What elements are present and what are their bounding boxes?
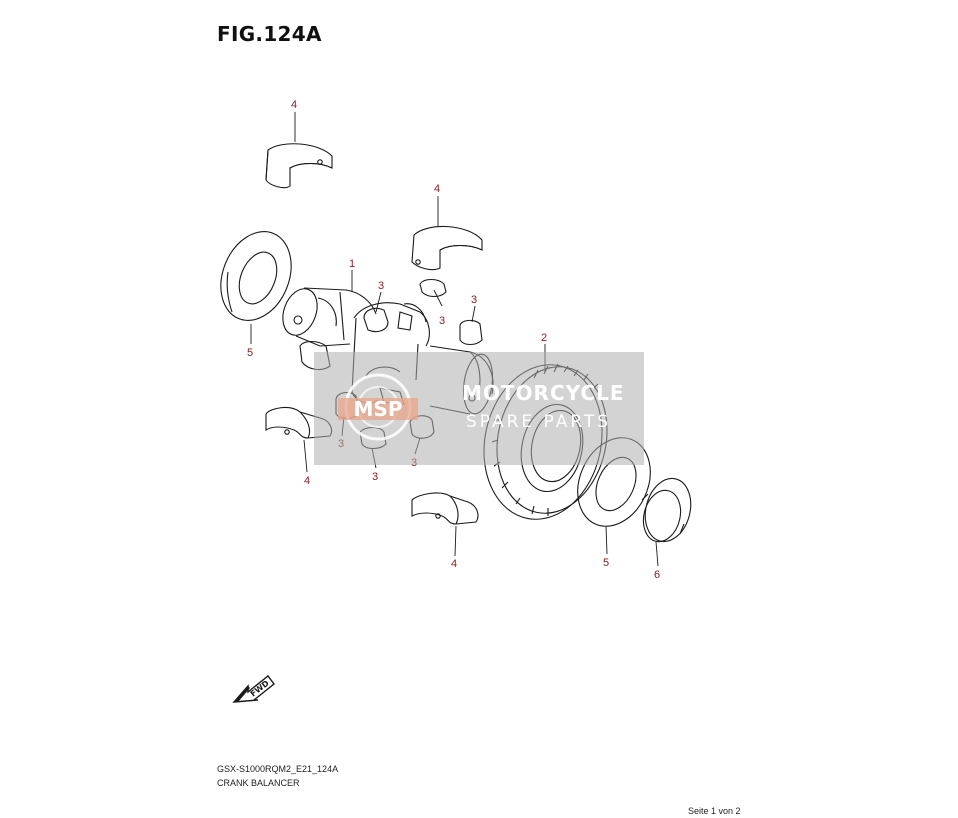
bearing-insert-right xyxy=(459,319,483,346)
watermark-logo: MSP xyxy=(338,373,418,441)
callout-3-c: 3 xyxy=(471,294,477,306)
callout-3-b: 3 xyxy=(439,315,445,327)
callout-4-top: 4 xyxy=(291,99,297,111)
callout-4-upper-right: 4 xyxy=(434,183,440,195)
callout-5-left: 5 xyxy=(247,347,253,359)
bearing-insert-upper-right xyxy=(419,278,447,298)
model-code: GSX-S1000RQM2_E21_124A xyxy=(217,764,339,774)
bearing-shell-upper-right xyxy=(411,225,483,271)
page-indicator: Seite 1 von 2 xyxy=(688,806,741,816)
callout-5-right: 5 xyxy=(603,557,609,569)
callout-6: 6 xyxy=(654,569,660,581)
model-description: CRANK BALANCER xyxy=(217,778,300,788)
callout-1: 1 xyxy=(349,258,355,270)
watermark-line-1: MOTORCYCLE xyxy=(462,381,625,405)
callout-3-e: 3 xyxy=(372,471,378,483)
end-cap xyxy=(641,477,692,543)
fwd-arrow-icon: FWD xyxy=(232,675,275,703)
callout-labels: 4 4 1 3 3 3 2 5 3 3 3 4 4 5 6 xyxy=(247,99,660,581)
bearing-insert-top xyxy=(363,307,389,333)
watermark-line-2: SPARE PARTS xyxy=(466,412,612,432)
bearing-shell-top xyxy=(265,143,333,189)
thrust-washer-left xyxy=(220,231,292,321)
callout-3-a: 3 xyxy=(378,280,384,292)
callout-4-lower: 4 xyxy=(451,558,457,570)
figure-title: FIG.124A xyxy=(217,22,322,46)
callout-2: 2 xyxy=(541,332,547,344)
callout-4-lower-left: 4 xyxy=(304,475,310,487)
watermark-logo-text: MSP xyxy=(354,397,403,421)
bearing-shell-lower xyxy=(411,492,479,525)
